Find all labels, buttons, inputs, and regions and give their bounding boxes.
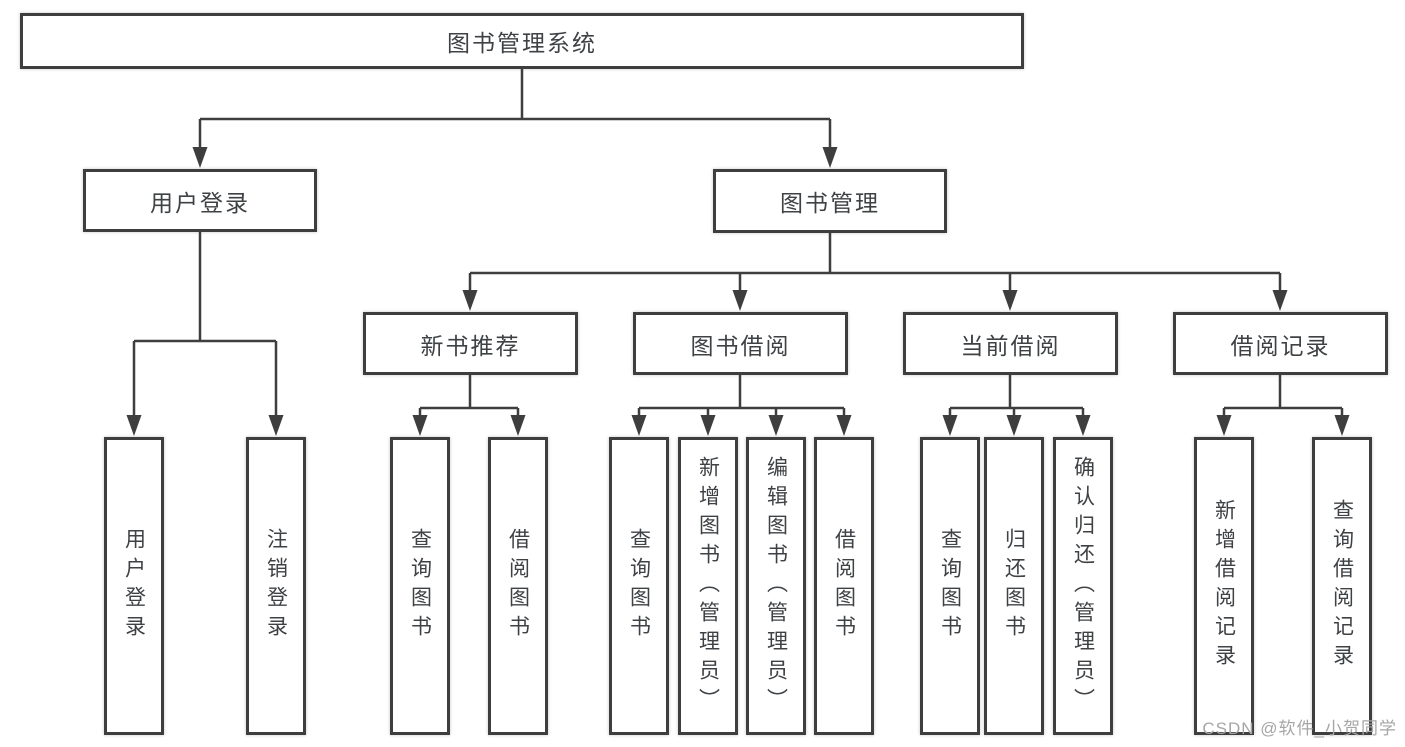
leaf-records-add-record: 新增借阅记录 bbox=[1194, 437, 1254, 735]
leaf-current-query-books: 查询图书 bbox=[920, 437, 980, 735]
leaf-logout-label: 注销登录 bbox=[264, 528, 288, 644]
leaf-current-query-books-label: 查询图书 bbox=[938, 528, 962, 644]
connector-path bbox=[132, 69, 1344, 418]
watermark: CSDN @软件_小贺同学 bbox=[1202, 719, 1397, 738]
leaf-user-login-label: 用户登录 bbox=[122, 528, 146, 644]
leaf-newbooks-borrow-books-label: 借阅图书 bbox=[506, 528, 530, 644]
leaf-newbooks-query-books-label: 查询图书 bbox=[408, 528, 432, 644]
leaf-borrowing-edit-books-admin-label: 编辑图书（管理员） bbox=[764, 455, 788, 717]
node-user-login: 用户登录 bbox=[83, 169, 317, 232]
leaf-borrowing-add-books-admin: 新增图书（管理员） bbox=[678, 437, 738, 735]
arrowheads bbox=[126, 147, 1350, 436]
node-new-book-recommendation: 新书推荐 bbox=[363, 312, 578, 375]
leaf-borrowing-borrow-books: 借阅图书 bbox=[814, 437, 874, 735]
leaf-records-query-record: 查询借阅记录 bbox=[1312, 437, 1372, 735]
node-current-borrowing-label: 当前借阅 bbox=[960, 332, 1061, 359]
node-user-login-label: 用户登录 bbox=[150, 189, 250, 216]
node-current-borrowing: 当前借阅 bbox=[903, 312, 1118, 375]
leaf-borrowing-borrow-books-label: 借阅图书 bbox=[832, 528, 856, 644]
leaf-current-return-books: 归还图书 bbox=[984, 437, 1044, 735]
leaf-borrowing-query-books: 查询图书 bbox=[609, 437, 669, 735]
leaf-current-confirm-return-admin: 确认归还（管理员） bbox=[1053, 437, 1113, 735]
node-book-borrowing-label: 图书借阅 bbox=[690, 332, 791, 359]
leaf-borrowing-add-books-admin-label: 新增图书（管理员） bbox=[696, 455, 720, 717]
leaf-borrowing-query-books-label: 查询图书 bbox=[627, 528, 651, 644]
node-book-management-system-label: 图书管理系统 bbox=[447, 30, 597, 56]
node-book-management: 图书管理 bbox=[713, 169, 947, 233]
leaf-current-confirm-return-admin-label: 确认归还（管理员） bbox=[1071, 455, 1095, 717]
leaf-newbooks-query-books: 查询图书 bbox=[390, 437, 450, 735]
leaf-borrowing-edit-books-admin: 编辑图书（管理员） bbox=[746, 437, 806, 735]
leaf-records-query-record-label: 查询借阅记录 bbox=[1330, 499, 1354, 673]
leaf-user-login: 用户登录 bbox=[104, 437, 164, 735]
node-book-management-label: 图书管理 bbox=[780, 190, 880, 216]
leaf-logout: 注销登录 bbox=[246, 437, 306, 735]
node-borrowing-records: 借阅记录 bbox=[1173, 312, 1388, 375]
node-borrowing-records-label: 借阅记录 bbox=[1230, 332, 1331, 359]
leaf-newbooks-borrow-books: 借阅图书 bbox=[488, 437, 548, 735]
leaf-current-return-books-label: 归还图书 bbox=[1002, 528, 1026, 644]
leaf-records-add-record-label: 新增借阅记录 bbox=[1212, 499, 1236, 673]
node-book-management-system: 图书管理系统 bbox=[20, 13, 1024, 69]
node-new-book-recommendation-label: 新书推荐 bbox=[420, 332, 521, 359]
node-book-borrowing: 图书借阅 bbox=[633, 312, 848, 375]
